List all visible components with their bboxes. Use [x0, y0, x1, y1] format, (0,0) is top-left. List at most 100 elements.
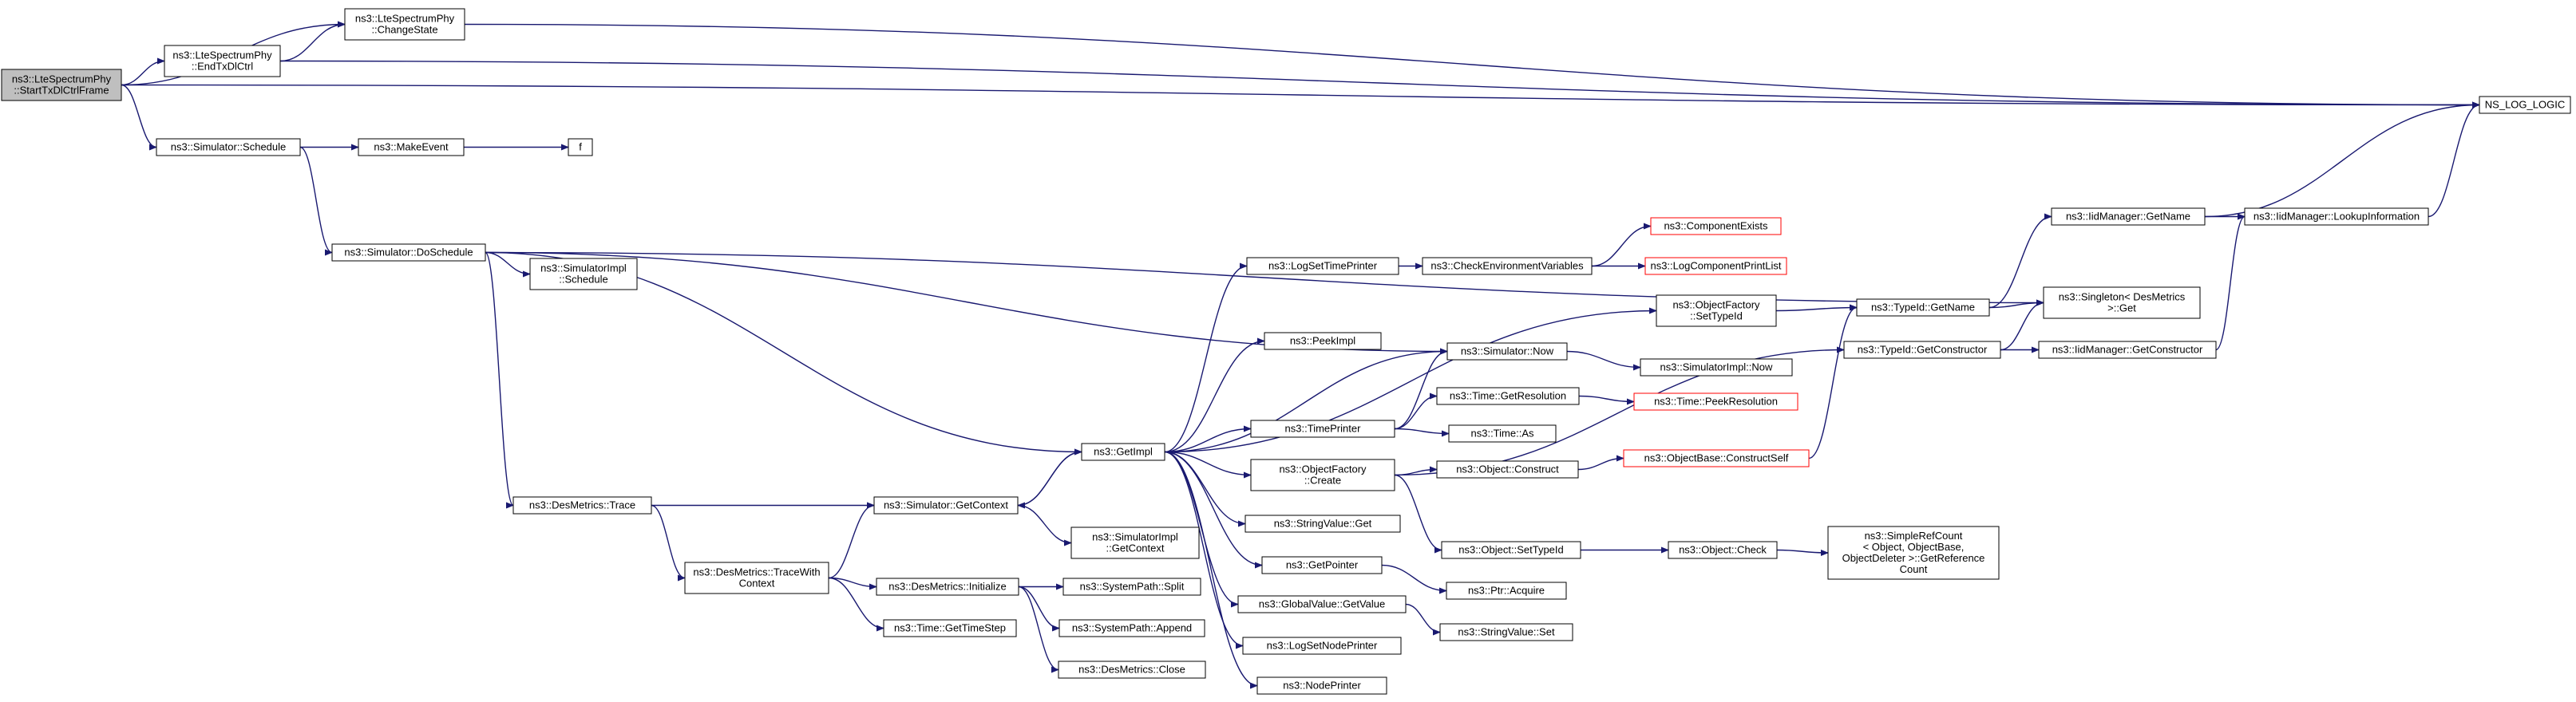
node-box[interactable]: [2244, 207, 2429, 226]
node-box[interactable]: [512, 496, 652, 515]
function-node[interactable]: ns3::ObjectFactory::SetTypeId: [1656, 294, 1777, 327]
node-box[interactable]: [1644, 257, 1787, 275]
function-node[interactable]: ns3::GetPointer: [1261, 556, 1383, 574]
function-node[interactable]: ns3::Time::PeekResolution: [1633, 392, 1798, 411]
node-box[interactable]: [529, 258, 638, 290]
function-node[interactable]: ns3::SimulatorImpl::GetContext: [1070, 526, 1200, 559]
node-box[interactable]: [1246, 257, 1399, 275]
function-node[interactable]: ns3::Time::GetResolution: [1436, 387, 1580, 405]
function-node[interactable]: ns3::SimulatorImpl::Schedule: [529, 258, 638, 290]
function-node[interactable]: ns3::ComponentExists: [1650, 217, 1782, 235]
node-box[interactable]: [1436, 460, 1579, 479]
node-box[interactable]: [2043, 286, 2201, 319]
node-box[interactable]: [2038, 341, 2217, 359]
node-box[interactable]: [1843, 341, 2001, 359]
function-node[interactable]: ns3::SimulatorImpl::Now: [1640, 358, 1793, 377]
function-node[interactable]: ns3::ObjectBase::ConstructSelf: [1623, 449, 1810, 467]
function-node[interactable]: ns3::Simulator::GetContext: [873, 496, 1019, 515]
node-box[interactable]: [1, 69, 122, 101]
function-node[interactable]: ns3::TimePrinter: [1250, 420, 1395, 438]
function-node[interactable]: ns3::GetImpl: [1081, 443, 1165, 461]
node-box[interactable]: [1242, 637, 1402, 655]
function-node[interactable]: ns3::LteSpectrumPhy::EndTxDlCtrl: [164, 45, 281, 77]
function-node[interactable]: ns3::DesMetrics::Trace: [512, 496, 652, 515]
node-box[interactable]: [1856, 298, 1990, 317]
function-node[interactable]: ns3::IidManager::LookupInformation: [2244, 207, 2429, 226]
node-box[interactable]: [331, 243, 486, 262]
node-box[interactable]: [2479, 96, 2571, 114]
function-node[interactable]: NS_LOG_LOGIC: [2479, 96, 2571, 114]
node-box[interactable]: [876, 578, 1019, 596]
node-box[interactable]: [1439, 623, 1573, 641]
node-box[interactable]: [1650, 217, 1782, 235]
function-node[interactable]: ns3::TypeId::GetName: [1856, 298, 1990, 317]
function-node[interactable]: ns3::LogSetTimePrinter: [1246, 257, 1399, 275]
function-node[interactable]: ns3::GlobalValue::GetValue: [1237, 595, 1407, 613]
node-box[interactable]: [164, 45, 281, 77]
function-node[interactable]: ns3::DesMetrics::Initialize: [876, 578, 1019, 596]
function-node[interactable]: ns3::Object::Construct: [1436, 460, 1579, 479]
node-box[interactable]: [1264, 332, 1382, 350]
node-box[interactable]: [1250, 420, 1395, 438]
function-node[interactable]: ns3::StringValue::Set: [1439, 623, 1573, 641]
node-box[interactable]: [1446, 582, 1567, 600]
node-box[interactable]: [568, 138, 593, 156]
node-box[interactable]: [358, 138, 465, 156]
function-node[interactable]: ns3::SystemPath::Split: [1062, 578, 1201, 596]
function-node[interactable]: ns3::PeekImpl: [1264, 332, 1382, 350]
function-node[interactable]: ns3::Object::SetTypeId: [1441, 541, 1581, 559]
node-box[interactable]: [156, 138, 301, 156]
function-node[interactable]: ns3::LteSpectrumPhy::StartTxDlCtrlFrame: [1, 69, 122, 101]
node-box[interactable]: [1436, 387, 1580, 405]
function-node[interactable]: ns3::Time::GetTimeStep: [883, 619, 1017, 637]
node-box[interactable]: [1244, 515, 1401, 533]
function-node[interactable]: ns3::Ptr::Acquire: [1446, 582, 1567, 600]
node-box[interactable]: [684, 562, 829, 594]
function-node[interactable]: ns3::StringValue::Get: [1244, 515, 1401, 533]
function-node[interactable]: ns3::Object::Check: [1668, 541, 1778, 559]
function-node[interactable]: ns3::SimpleRefCount< Object, ObjectBase,…: [1827, 526, 2000, 580]
node-box[interactable]: [1058, 619, 1205, 637]
node-box[interactable]: [1448, 424, 1557, 443]
function-node[interactable]: ns3::DesMetrics::Close: [1058, 661, 1206, 679]
function-node[interactable]: ns3::LteSpectrumPhy::ChangeState: [344, 8, 465, 41]
node-box[interactable]: [1668, 541, 1778, 559]
node-box[interactable]: [1441, 541, 1581, 559]
function-node[interactable]: ns3::LogSetNodePrinter: [1242, 637, 1402, 655]
function-node[interactable]: ns3::SystemPath::Append: [1058, 619, 1205, 637]
function-node[interactable]: ns3::IidManager::GetName: [2051, 207, 2206, 226]
function-node[interactable]: f: [568, 138, 593, 156]
node-box[interactable]: [1081, 443, 1165, 461]
node-box[interactable]: [1633, 392, 1798, 411]
node-box[interactable]: [344, 8, 465, 41]
function-node[interactable]: ns3::Time::As: [1448, 424, 1557, 443]
node-box[interactable]: [1250, 459, 1395, 491]
node-box[interactable]: [1237, 595, 1407, 613]
function-node[interactable]: ns3::Simulator::Schedule: [156, 138, 301, 156]
node-box[interactable]: [1422, 257, 1593, 275]
function-node[interactable]: ns3::CheckEnvironmentVariables: [1422, 257, 1593, 275]
node-box[interactable]: [1070, 526, 1200, 559]
node-box[interactable]: [1256, 676, 1387, 695]
node-box[interactable]: [1640, 358, 1793, 377]
function-node[interactable]: ns3::Simulator::DoSchedule: [331, 243, 486, 262]
function-node[interactable]: ns3::MakeEvent: [358, 138, 465, 156]
function-node[interactable]: ns3::IidManager::GetConstructor: [2038, 341, 2217, 359]
node-box[interactable]: [2051, 207, 2206, 226]
function-node[interactable]: ns3::NodePrinter: [1256, 676, 1387, 695]
node-box[interactable]: [1058, 661, 1206, 679]
node-box[interactable]: [1827, 526, 2000, 580]
node-box[interactable]: [1623, 449, 1810, 467]
function-node[interactable]: ns3::TypeId::GetConstructor: [1843, 341, 2001, 359]
node-box[interactable]: [1446, 342, 1568, 361]
node-box[interactable]: [1062, 578, 1201, 596]
function-node[interactable]: ns3::ObjectFactory::Create: [1250, 459, 1395, 491]
function-node[interactable]: ns3::LogComponentPrintList: [1644, 257, 1787, 275]
node-box[interactable]: [1261, 556, 1383, 574]
node-box[interactable]: [883, 619, 1017, 637]
node-box[interactable]: [873, 496, 1019, 515]
node-box[interactable]: [1656, 294, 1777, 327]
function-node[interactable]: ns3::Simulator::Now: [1446, 342, 1568, 361]
function-node[interactable]: ns3::Singleton< DesMetrics>::Get: [2043, 286, 2201, 319]
